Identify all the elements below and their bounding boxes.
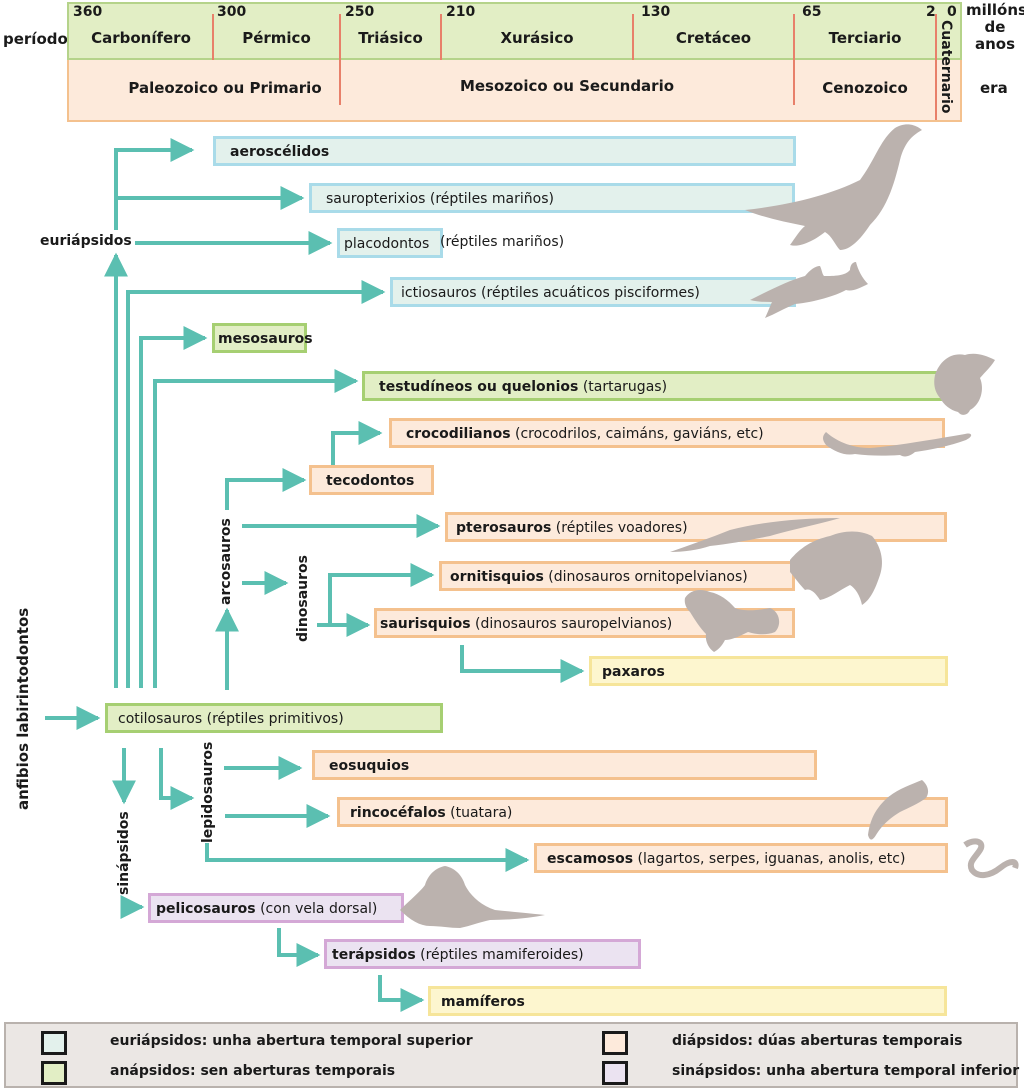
period-divider: [632, 14, 634, 60]
group-euriapsidos: euriápsidos: [40, 233, 134, 249]
legend-swatch-anapsidos: [41, 1061, 67, 1085]
taxon-mesosauros: mesosauros: [212, 323, 313, 353]
taxon-crocodilianos: crocodilianos (crocodrilos, caimáns, gav…: [389, 418, 945, 448]
arrow: [139, 326, 208, 688]
legend-swatch-sinapsidos: [602, 1061, 628, 1085]
dimetrodon-icon: [400, 866, 545, 928]
era-divider: [793, 14, 795, 105]
arrow: [205, 843, 530, 872]
arrow: [159, 748, 195, 810]
tick-label: 250: [345, 4, 375, 20]
taxon-escamosos: escamosos (lagartos, serpes, iguanas, an…: [534, 843, 948, 873]
taxon-sauropterixios: sauropterixios (réptiles mariños): [309, 183, 795, 213]
period-divider: [212, 14, 214, 60]
taxon-tecodontos: tecodontos: [309, 465, 434, 495]
legend-label-euriapsidos: euriápsidos: unha abertura temporal supe…: [110, 1033, 473, 1049]
arrow: [114, 138, 195, 230]
tick-label: 65: [802, 4, 822, 20]
taxon-terapsidos: terápsidos (réptiles mamiferoides): [324, 939, 641, 969]
ichthyosaur-icon: [750, 262, 868, 318]
era-divider: [339, 14, 341, 105]
legend-swatch-euriapsidos: [41, 1031, 67, 1055]
taxon-testudineos: testudíneos ou quelonios (tartarugas): [362, 371, 947, 401]
period-terciario: Terciario: [828, 29, 902, 47]
snake-icon: [963, 838, 1019, 878]
era-cenozoico: Cenozoico: [822, 79, 908, 97]
theropod-icon: [684, 590, 780, 652]
legend-label-diapsidos: diápsidos: dúas aberturas temporais: [672, 1033, 963, 1049]
period-triasico: Triásico: [358, 29, 423, 47]
period-divider: [440, 14, 442, 60]
plesiosaur-icon: [745, 124, 922, 250]
period-cretaceo: Cretáceo: [675, 29, 752, 47]
era-paleozoico: Paleozoico ou Primario: [128, 79, 322, 97]
tick-label: 210: [446, 4, 476, 20]
taxon-placodontos: placodontos: [337, 228, 443, 258]
arrow: [126, 280, 386, 688]
lizard-icon: [868, 780, 929, 840]
legend: euriápsidos: unha abertura temporal supe…: [4, 1022, 1020, 1088]
era-mesozoico: Mesozoico ou Secundario: [459, 77, 675, 95]
arrow: [331, 421, 383, 465]
taxon-mamiferos: mamíferos: [428, 986, 947, 1016]
stegosaur-icon: [790, 531, 883, 605]
placodontos-note: (réptiles mariños): [440, 234, 565, 250]
tick-label: 0: [947, 4, 957, 20]
tick-label: 2: [926, 4, 936, 20]
legend-label-anapsidos: anápsidos: sen aberturas temporais: [110, 1063, 396, 1079]
tick-label: 130: [641, 4, 671, 20]
pterosaur-icon: [670, 518, 840, 552]
period-divider: [935, 14, 937, 120]
arrow: [328, 563, 435, 625]
period-carbonifero: Carbonífero: [91, 29, 191, 47]
taxon-rincocefalos: rincocéfalos (tuatara): [337, 797, 948, 827]
period-row: [67, 2, 962, 60]
arrow: [225, 468, 307, 510]
era-row-label: era: [980, 79, 1008, 97]
taxon-eosuquios: eosuquios: [312, 750, 817, 780]
tick-label: 300: [217, 4, 247, 20]
turtle-icon: [934, 353, 995, 415]
period-row-label: período: [3, 30, 68, 48]
legend-label-sinapsidos: sinápsidos: unha abertura temporal infer…: [672, 1063, 1020, 1079]
taxon-ictiosauros: ictiosauros (réptiles acuáticos piscifor…: [390, 277, 796, 307]
period-xurasico: Xurásico: [500, 29, 574, 47]
legend-swatch-diapsidos: [602, 1031, 628, 1055]
arrow: [378, 975, 425, 1012]
taxon-paxaros: paxaros: [589, 656, 948, 686]
taxon-pelicosauros: pelicosauros (con vela dorsal): [148, 893, 404, 923]
unit-label: millóns de anos: [966, 1, 1024, 53]
taxon-aeroscelidos: aeroscélidos: [213, 136, 796, 166]
period-cuaternario: Cuaternario: [938, 20, 954, 114]
arrow: [277, 928, 321, 967]
arrow: [153, 369, 359, 688]
period-permico: Pérmico: [242, 29, 311, 47]
era-row: [67, 60, 962, 122]
taxon-cotilosauros: cotilosauros (réptiles primitivos): [105, 703, 443, 733]
tick-label: 360: [73, 4, 103, 20]
arrow: [120, 895, 145, 919]
arrow: [460, 645, 585, 683]
crocodile-icon: [823, 432, 972, 457]
